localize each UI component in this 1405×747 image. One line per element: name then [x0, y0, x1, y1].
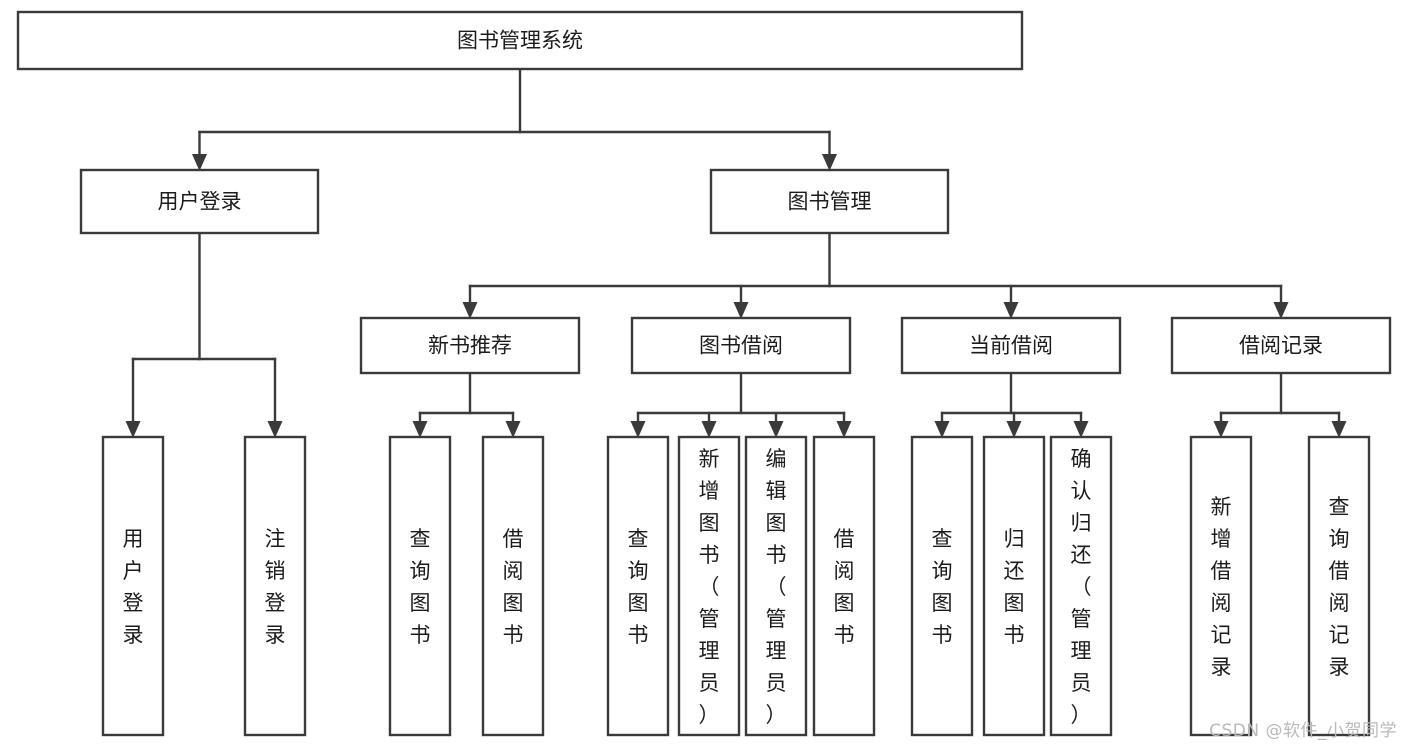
node-l1-user-login[interactable]: 用户登录 — [79, 168, 320, 235]
node-label: 归还图书 — [1004, 527, 1025, 647]
node-label: 图书借阅 — [699, 334, 783, 358]
node-leaf-return-book[interactable]: 归还图书 — [982, 435, 1046, 737]
node-label: 编辑图书（管理员） — [766, 447, 787, 727]
node-l2-borrow-record[interactable]: 借阅记录 — [1170, 316, 1392, 375]
node-label: 借阅记录 — [1239, 334, 1323, 358]
node-label: 新书推荐 — [428, 334, 512, 358]
node-label: 新增借阅记录 — [1211, 495, 1232, 679]
node-leaf-query-book-1[interactable]: 查询图书 — [388, 435, 452, 737]
node-l2-current-borrow[interactable]: 当前借阅 — [900, 316, 1122, 375]
node-label: 注销登录 — [265, 527, 286, 647]
node-label: 查询图书 — [628, 527, 649, 647]
node-label: 借阅图书 — [834, 527, 855, 647]
node-label: 确认归还（管理员） — [1071, 447, 1092, 727]
node-root[interactable]: 图书管理系统 — [16, 10, 1024, 71]
node-label: 新增图书（管理员） — [699, 447, 720, 727]
node-leaf-confirm-return-admin[interactable]: 确认归还（管理员） — [1049, 435, 1113, 737]
node-label: 借阅图书 — [503, 527, 524, 647]
node-leaf-borrow-book-2[interactable]: 借阅图书 — [812, 435, 876, 737]
node-leaf-logout[interactable]: 注销登录 — [243, 435, 307, 737]
node-label: 查询借阅记录 — [1329, 495, 1350, 679]
node-leaf-add-book-admin[interactable]: 新增图书（管理员） — [677, 435, 741, 737]
node-label: 图书管理系统 — [457, 29, 583, 53]
node-label: 用户登录 — [158, 190, 242, 214]
node-layer: 图书管理系统用户登录图书管理新书推荐图书借阅当前借阅借阅记录用户登录注销登录查询… — [16, 10, 1392, 737]
node-label: 当前借阅 — [969, 334, 1053, 358]
node-label: 查询图书 — [932, 527, 953, 647]
node-leaf-borrow-book-1[interactable]: 借阅图书 — [481, 435, 545, 737]
node-label: 查询图书 — [410, 527, 431, 647]
edge-layer — [125, 67, 1347, 438]
node-leaf-query-book-3[interactable]: 查询图书 — [910, 435, 974, 737]
node-l2-book-borrow[interactable]: 图书借阅 — [630, 316, 852, 375]
node-leaf-query-book-2[interactable]: 查询图书 — [606, 435, 670, 737]
node-leaf-user-login[interactable]: 用户登录 — [101, 435, 165, 737]
node-leaf-query-borrow-record[interactable]: 查询借阅记录 — [1307, 435, 1371, 737]
node-label: 用户登录 — [123, 527, 144, 647]
node-l1-book-mgmt[interactable]: 图书管理 — [709, 168, 950, 235]
node-leaf-edit-book-admin[interactable]: 编辑图书（管理员） — [744, 435, 808, 737]
node-label: 图书管理 — [788, 190, 872, 214]
node-leaf-add-borrow-record[interactable]: 新增借阅记录 — [1189, 435, 1253, 737]
node-l2-new-book-rec[interactable]: 新书推荐 — [359, 316, 581, 375]
